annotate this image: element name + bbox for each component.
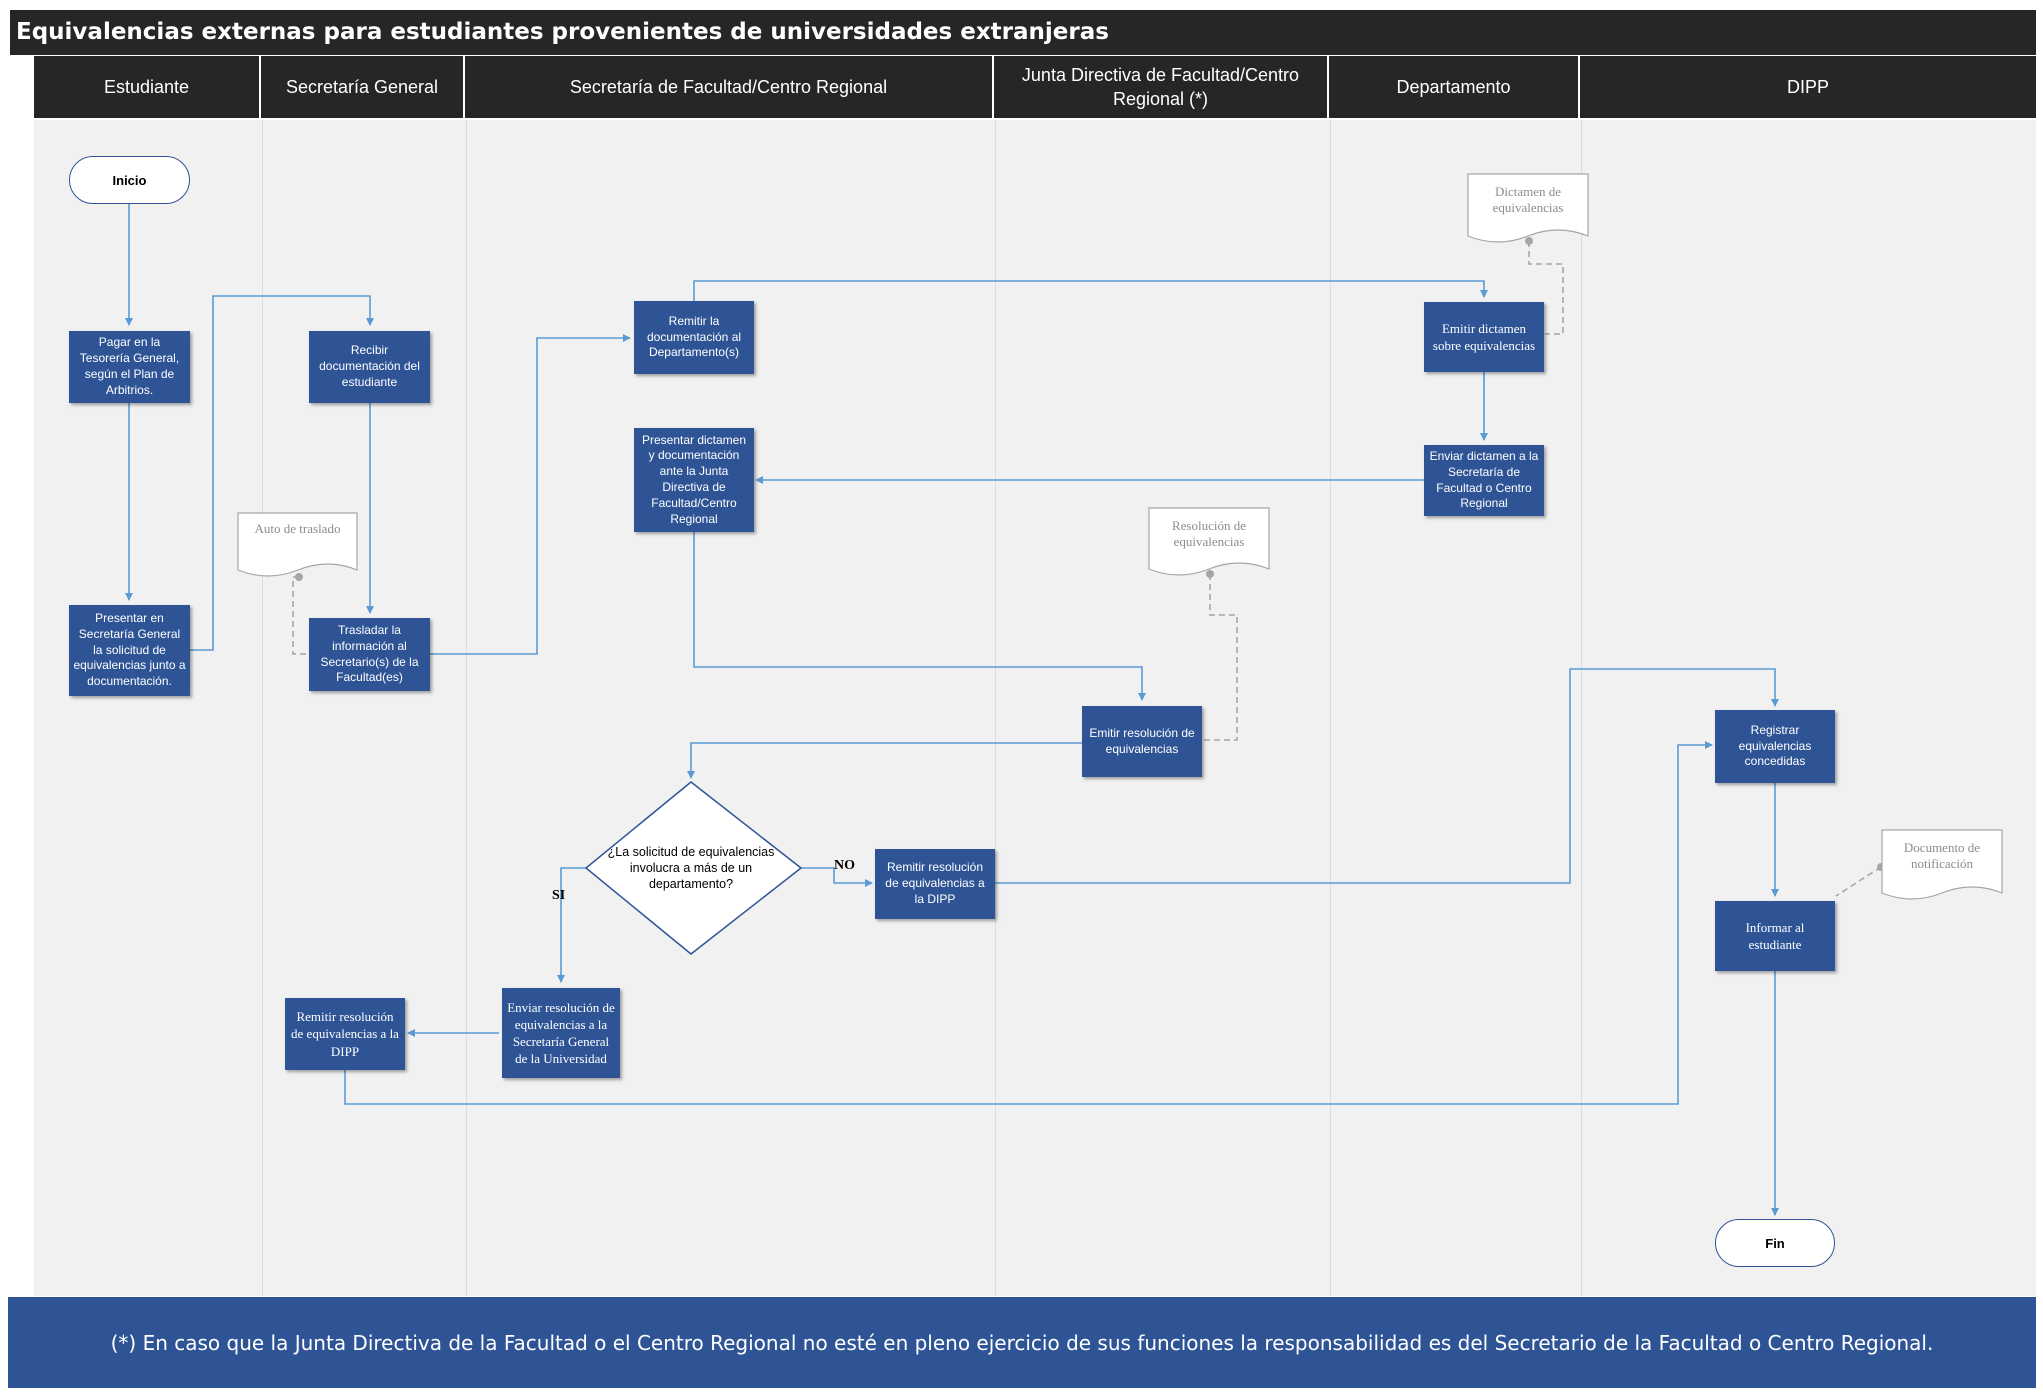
process-pagar-tesoreria[interactable]: Pagar en la Tesorería General, según el … [69, 331, 190, 403]
process-registrar-equivalencias[interactable]: Registrar equivalencias concedidas [1715, 710, 1835, 783]
document-shape-dictamen [1467, 173, 1589, 243]
lane-divider [466, 120, 467, 1296]
start-terminal[interactable]: Inicio [69, 156, 190, 204]
branch-label-si: SI [552, 888, 566, 903]
process-enviar-resolucion-secretaria-general[interactable]: Enviar resolución de equivalencias a la … [502, 988, 620, 1078]
lane-divider [1330, 120, 1331, 1296]
process-remitir-dipp-si[interactable]: Remitir resolución de equivalencias a la… [285, 998, 405, 1070]
doc-link-notificacion [1835, 866, 1882, 897]
document-shape-resolucion [1148, 507, 1270, 576]
document-auto-traslado: Auto de traslado [254, 521, 341, 536]
connector-presentar-recibir [190, 295, 374, 651]
decision-diamond-shape [584, 781, 803, 955]
process-recibir-documentacion[interactable]: Recibir documentación del estudiante [309, 331, 430, 403]
document-shape-notificacion [1881, 829, 2003, 900]
lane-header-estudiante: Estudiante [34, 56, 261, 118]
document-dictamen-equivalencias: Dictamen de equivalencias [1492, 184, 1564, 216]
doc-link-dot [295, 573, 303, 581]
page-title: Equivalencias externas para estudiantes … [10, 10, 2036, 55]
connector-decision-si [557, 867, 586, 983]
doc-link-dot [1206, 570, 1214, 578]
branch-label-no: NO [834, 858, 855, 873]
connector-presentar-dictamen-emitir-resolucion [693, 532, 1146, 701]
lane-divider [1581, 120, 1582, 1296]
connector-remitir-depto-emitir-dictamen [693, 280, 1488, 301]
process-remitir-departamento[interactable]: Remitir la documentación al Departamento… [634, 301, 754, 374]
connector-remitir-dipp-no-registrar [995, 668, 1779, 884]
document-shape-auto-traslado [237, 512, 358, 577]
doc-link-dot [1525, 237, 1533, 245]
process-emitir-dictamen[interactable]: Emitir dictamen sobre equivalencias [1424, 302, 1544, 372]
swimlane-header-row: Estudiante Secretaría General Secretaría… [34, 56, 2036, 118]
connector-decision-no [801, 867, 873, 887]
process-emitir-resolucion[interactable]: Emitir resolución de equivalencias [1082, 706, 1202, 777]
lane-header-junta-directiva: Junta Directiva de Facultad/Centro Regio… [994, 56, 1329, 118]
process-enviar-dictamen[interactable]: Enviar dictamen a la Secretaría de Facul… [1424, 445, 1544, 516]
connector-emitir-resolucion-decision [687, 742, 1082, 779]
diagram-canvas [34, 120, 2036, 1296]
doc-link-auto-traslado [292, 576, 310, 655]
document-notificacion: Documento de notificación [1903, 840, 1981, 872]
process-presentar-solicitud[interactable]: Presentar en Secretaría General la solic… [69, 605, 190, 696]
footer-note: (*) En caso que la Junta Directiva de la… [8, 1297, 2036, 1388]
lane-divider [262, 120, 263, 1296]
lane-divider [995, 120, 996, 1296]
connector-trasladar-remitir-depto [429, 334, 631, 655]
process-informar-estudiante[interactable]: Informar al estudiante [1715, 901, 1835, 971]
lane-header-dipp: DIPP [1580, 56, 2036, 118]
end-terminal[interactable]: Fin [1715, 1219, 1835, 1267]
process-presentar-dictamen[interactable]: Presentar dictamen y documentación ante … [634, 428, 754, 532]
document-resolucion-equivalencias: Resolución de equivalencias [1171, 518, 1246, 550]
doc-link-resolucion [1202, 574, 1238, 741]
decision-multiple-departamentos[interactable]: ¿La solicitud de equivalencias involucra… [607, 844, 775, 892]
process-trasladar-informacion[interactable]: Trasladar la información al Secretario(s… [309, 618, 430, 691]
lane-header-secretaria-facultad: Secretaría de Facultad/Centro Regional [465, 56, 994, 118]
lane-header-secretaria-general: Secretaría General [261, 56, 465, 118]
doc-link-dictamen [1528, 241, 1564, 335]
process-remitir-dipp-no[interactable]: Remitir resolución de equivalencias a la… [875, 849, 995, 919]
connector-remitir-dipp-si-registrar [344, 741, 1713, 1105]
lane-header-departamento: Departamento [1329, 56, 1580, 118]
